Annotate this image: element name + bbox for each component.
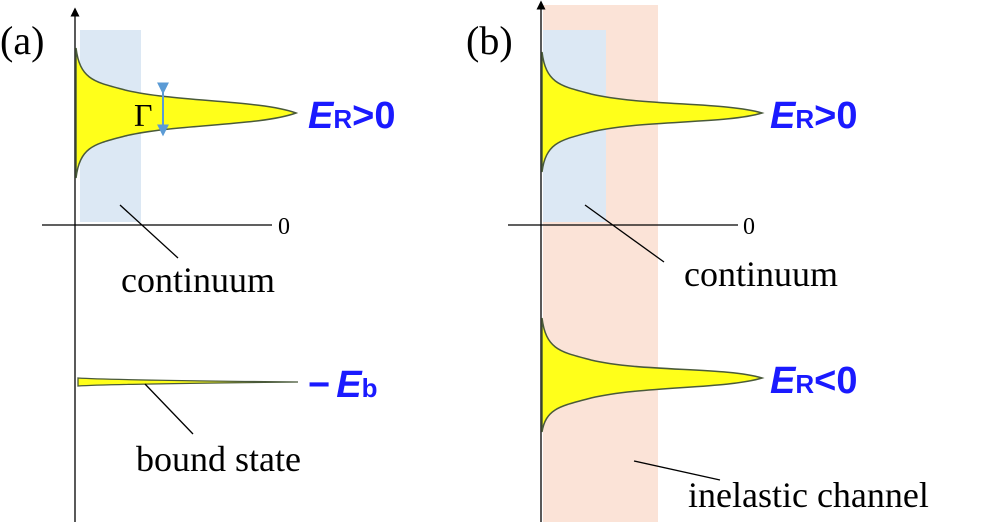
panel-b: (b) 0 continuum inelastic channel ER>0 E… xyxy=(466,0,929,522)
continuum-pointer-a xyxy=(119,204,179,259)
continuum-pointer-b xyxy=(584,204,665,263)
resonance-energy-label-a: ER>0 xyxy=(308,95,395,137)
er-subscript-upper: R xyxy=(795,104,814,134)
zero-tick-a: 0 xyxy=(278,214,290,240)
bound-state-label: bound state xyxy=(136,439,301,479)
panel-label-b: (b) xyxy=(466,18,513,63)
eb-subscript: b xyxy=(362,373,378,403)
panel-label-a: (a) xyxy=(0,18,44,63)
bound-pointer xyxy=(144,383,194,435)
gamma-label: Γ xyxy=(134,97,153,133)
eb-symbol: E xyxy=(336,364,363,406)
continuum-label-b: continuum xyxy=(684,254,838,294)
resonance-peak-lower xyxy=(541,317,765,433)
er-relation: >0 xyxy=(352,95,395,137)
er-subscript-lower: R xyxy=(795,369,814,399)
eb-prefix: − xyxy=(308,364,330,406)
panel-a: (a) 0 Γ continuum bound state ER>0 −Eb xyxy=(0,7,395,522)
inelastic-channel-label: inelastic channel xyxy=(688,475,929,515)
resonance-peak-a xyxy=(75,47,299,179)
bound-energy-label: −Eb xyxy=(308,364,377,406)
resonance-peak-upper xyxy=(541,51,765,173)
bound-state-peak xyxy=(77,377,299,387)
er-symbol: E xyxy=(308,95,335,137)
er-subscript: R xyxy=(333,104,352,134)
er-symbol-upper: E xyxy=(770,95,797,137)
er-relation-upper: >0 xyxy=(814,95,857,137)
er-relation-lower: <0 xyxy=(814,360,857,402)
er-symbol-lower: E xyxy=(770,360,797,402)
resonance-energy-label-lower: ER<0 xyxy=(770,360,857,402)
continuum-label-a: continuum xyxy=(121,260,275,300)
resonance-energy-label-upper: ER>0 xyxy=(770,95,857,137)
inelastic-pointer xyxy=(633,460,721,481)
zero-tick-b: 0 xyxy=(743,214,755,240)
